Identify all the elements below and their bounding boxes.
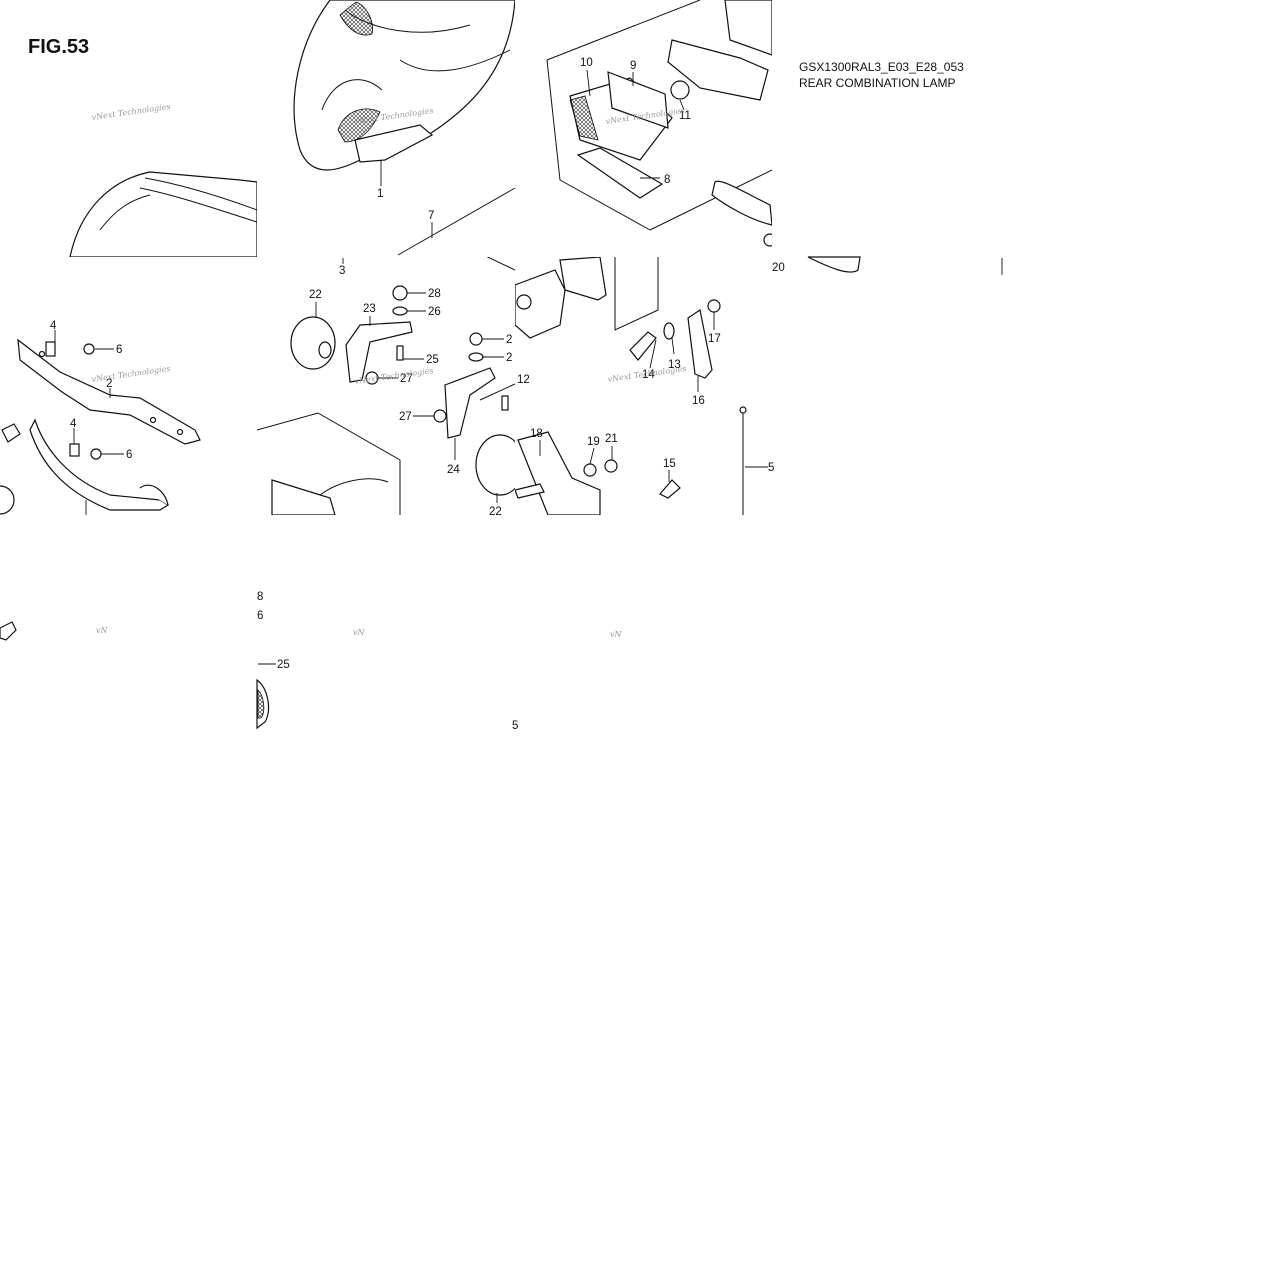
callout-8: 8 xyxy=(257,591,263,603)
watermark-fragment: vN xyxy=(96,626,109,635)
watermark: vNext Technologies xyxy=(354,366,434,386)
watermark: vNext Technologies xyxy=(91,102,171,122)
callout-7: 7 xyxy=(428,210,434,222)
figure-label: FIG.53 xyxy=(28,36,90,58)
callout-10: 10 xyxy=(580,57,593,69)
callout-25: 25 xyxy=(426,354,439,366)
callout-4: 4 xyxy=(70,418,77,430)
callout-24: 24 xyxy=(447,464,460,476)
callout-2: 2 xyxy=(106,378,112,390)
callout-14: 14 xyxy=(642,369,655,381)
callout-20: 20 xyxy=(772,262,785,274)
callout-15: 15 xyxy=(663,458,676,470)
callout-23: 23 xyxy=(363,303,376,315)
turn-lamp-hardware-part xyxy=(515,257,768,515)
callout-6: 6 xyxy=(116,344,122,356)
callout-25: 25 xyxy=(277,659,290,671)
figure-title: REAR COMBINATION LAMP xyxy=(799,76,956,90)
figure-caption: GSX1300RAL3_E03_E28_053 REAR COMBINATION… xyxy=(799,59,964,91)
callout-12: 12 xyxy=(517,374,530,386)
turn-signal-stay-part xyxy=(807,256,861,273)
callout-18: 18 xyxy=(530,428,543,440)
callout-27: 27 xyxy=(399,411,412,423)
callout-8: 8 xyxy=(664,174,670,186)
watermark-fragment: vN xyxy=(353,628,366,637)
callout-2: 2 xyxy=(506,352,512,364)
reflector-bracket-part xyxy=(257,257,515,515)
callout-6: 6 xyxy=(126,449,132,461)
callout-3: 3 xyxy=(339,265,345,277)
callout-27: 27 xyxy=(400,373,413,385)
watermark-fragment: vN xyxy=(610,630,623,639)
callout-9: 9 xyxy=(630,60,636,72)
rear-fender-part xyxy=(69,171,257,257)
callout-2: 2 xyxy=(506,334,512,346)
callout-1: 1 xyxy=(377,188,383,200)
callout-26: 26 xyxy=(428,306,441,318)
callout-6: 6 xyxy=(257,610,263,622)
callout-21: 21 xyxy=(605,433,618,445)
callout-28: 28 xyxy=(428,288,441,300)
callout-4: 4 xyxy=(50,320,57,332)
callout-22: 22 xyxy=(489,506,502,518)
figure-code: GSX1300RAL3_E03_E28_053 xyxy=(799,60,964,74)
watermark: vNext Technologies xyxy=(91,364,171,384)
callout-5: 5 xyxy=(512,720,518,732)
lower-fragments xyxy=(0,621,276,730)
callout-16: 16 xyxy=(692,395,705,407)
tail-cowl-part xyxy=(293,0,515,186)
license-lamp-part xyxy=(515,0,772,247)
lamp-bracket-part xyxy=(0,330,201,515)
callout-17: 17 xyxy=(708,333,721,345)
callout-19: 19 xyxy=(587,436,600,448)
callout-5: 5 xyxy=(768,462,774,474)
bracket-leader-line xyxy=(397,187,516,256)
callout-22: 22 xyxy=(309,289,322,301)
callout-13: 13 xyxy=(668,359,681,371)
callout-labels: 1 2 3 4 4 5 5 6 6 6 7 8 8 9 10 11 12 13 … xyxy=(50,57,785,732)
callout-11: 11 xyxy=(679,110,691,122)
